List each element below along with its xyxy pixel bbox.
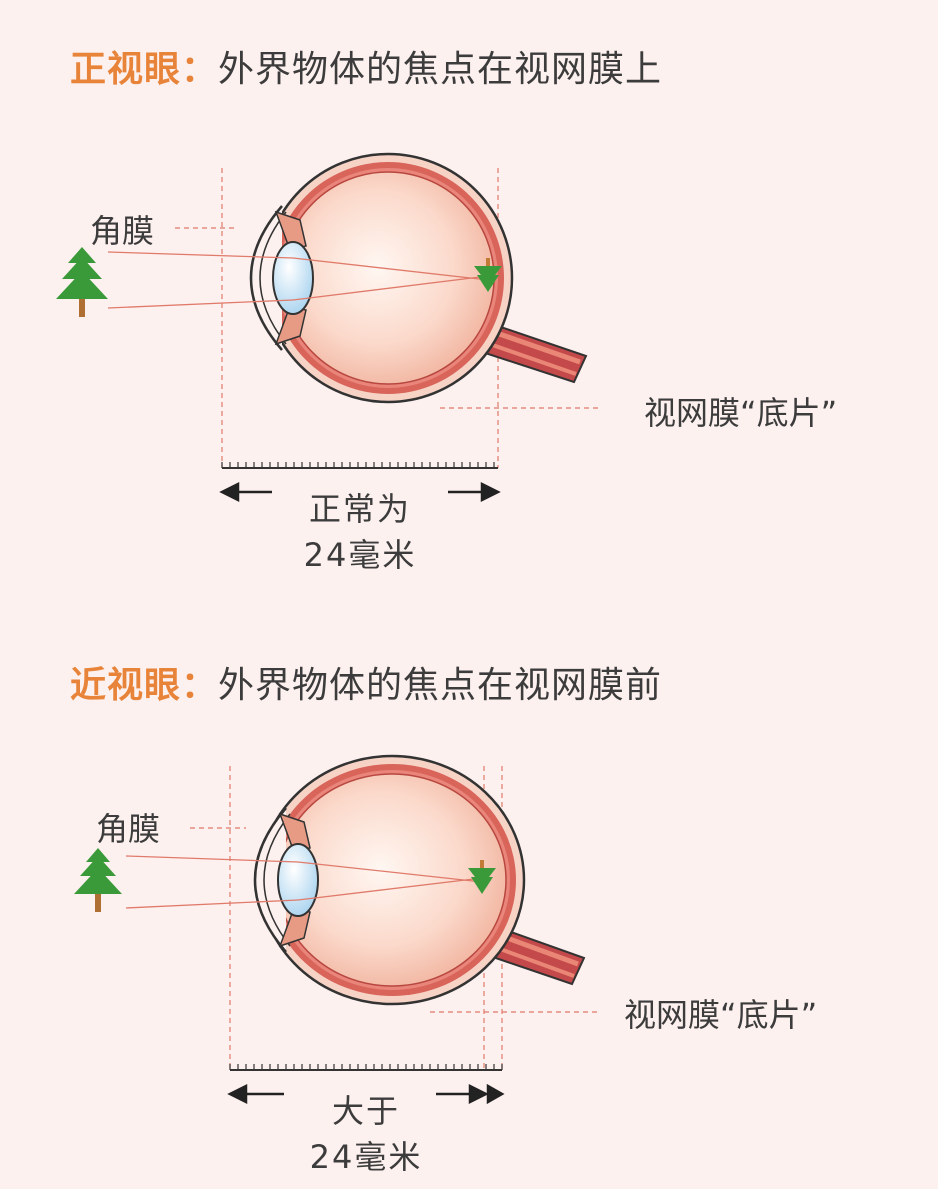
guide-lines <box>190 766 600 1070</box>
myopia-eye-diagram: 角膜 视网膜“底片” 大于 24毫米 <box>0 750 938 1189</box>
eye-length-label: 大于 24毫米 <box>276 1088 456 1180</box>
retina-label: 视网膜“底片” <box>624 996 818 1034</box>
eye-length-line1: 正常为 <box>308 490 411 528</box>
measure-arrow-icon <box>227 1083 505 1105</box>
myopia-eye-svg <box>74 754 600 1105</box>
myopia-eye-description: 外界物体的焦点在视网膜前 <box>218 665 663 706</box>
eye-length-line2: 24毫米 <box>303 536 417 574</box>
cornea-label: 角膜 <box>96 810 161 848</box>
measure-scale <box>221 462 498 469</box>
crystalline-lens <box>272 241 314 315</box>
heading-separator: ： <box>181 665 219 706</box>
normal-eye-heading: 正视眼：外界物体的焦点在视网膜上 <box>70 40 662 92</box>
retina-image-tree <box>468 860 496 894</box>
myopia-eye-heading: 近视眼：外界物体的焦点在视网膜前 <box>70 656 662 708</box>
normal-eye-svg <box>56 152 600 503</box>
heading-separator: ： <box>181 49 219 90</box>
measure-arrow-icon <box>219 481 501 503</box>
light-rays <box>107 251 489 309</box>
eyeball <box>253 754 526 1006</box>
guide-lines <box>175 168 600 468</box>
cornea-label: 角膜 <box>90 212 155 250</box>
light-rays <box>125 855 483 909</box>
normal-eye-term: 正视眼 <box>70 49 182 90</box>
retina-image-tree <box>474 258 502 292</box>
eyeball <box>249 152 514 404</box>
normal-eye-diagram: 角膜 视网膜“底片” 正常为 24毫米 <box>0 150 938 590</box>
eye-length-line1: 大于 <box>331 1092 400 1130</box>
crystalline-lens <box>277 843 319 917</box>
eye-length-line2: 24毫米 <box>309 1138 423 1176</box>
measure-scale <box>229 1064 503 1071</box>
myopia-eye-term: 近视眼 <box>70 665 182 706</box>
tree-icon <box>56 247 108 317</box>
optic-nerve <box>482 924 586 986</box>
eye-length-label: 正常为 24毫米 <box>270 486 450 578</box>
tree-icon <box>74 848 122 912</box>
retina-label: 视网膜“底片” <box>644 394 838 432</box>
normal-eye-description: 外界物体的焦点在视网膜上 <box>218 49 663 90</box>
